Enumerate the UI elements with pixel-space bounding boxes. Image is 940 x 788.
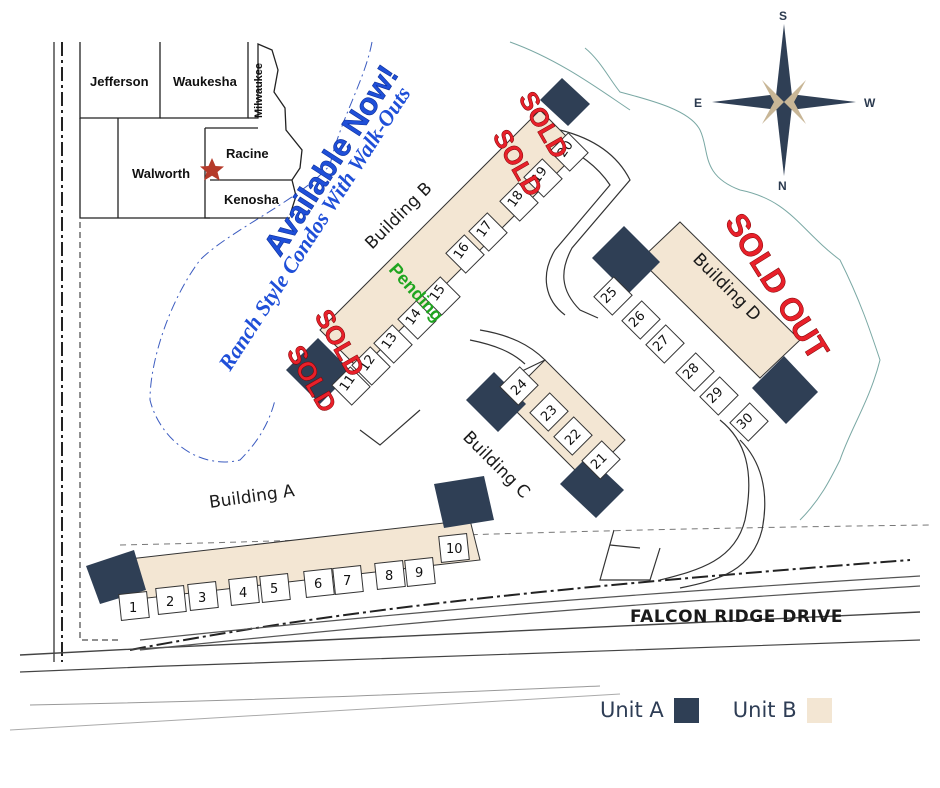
unit-number: 10 — [446, 542, 463, 557]
unit-number: 1 — [129, 601, 137, 616]
unit-number: 5 — [270, 582, 278, 597]
star-icon — [200, 158, 224, 181]
unit-number: 6 — [314, 577, 322, 592]
unit-a-block — [434, 476, 494, 528]
county-label: Kenosha — [224, 192, 280, 207]
legend-unit-a-label: Unit A — [600, 698, 664, 722]
unit-number: 2 — [166, 595, 174, 610]
terrain-contours — [509, 41, 881, 521]
building-a: Building A 1 2 3 4 5 6 7 8 9 10 — [86, 476, 494, 621]
legend-unit-b-swatch — [806, 697, 832, 723]
unit-a-block — [540, 78, 590, 126]
county-label: Jefferson — [90, 74, 149, 89]
county-label: Waukesha — [173, 74, 238, 89]
unit-a-block — [466, 372, 526, 432]
unit-number: 3 — [198, 591, 206, 606]
county-label: Racine — [226, 146, 269, 161]
legend: Unit A Unit B — [600, 694, 866, 726]
unit-a-block — [752, 356, 818, 424]
legend-unit-a-swatch — [673, 697, 699, 723]
building-label: Building A — [208, 481, 296, 513]
unit-a-block — [560, 456, 624, 518]
county-label: Walworth — [132, 166, 190, 181]
unit-number: 9 — [415, 566, 423, 581]
compass-rose: S N E W — [694, 9, 876, 193]
compass-north-label: N — [778, 179, 787, 193]
road-label: FALCON RIDGE DRIVE — [630, 607, 843, 627]
county-label: Milwaukee — [253, 63, 265, 118]
compass-south-label: S — [779, 9, 787, 23]
road-curbs — [9, 575, 921, 731]
inset-county-map: Jefferson Waukesha Milwaukee Walworth Ra… — [79, 42, 303, 219]
building-b: Building B 11 12 13 14 15 16 17 18 19 20 — [286, 78, 590, 406]
legend-unit-b-label: Unit B — [732, 698, 797, 722]
building-d: Building D 25 26 27 28 29 30 — [592, 221, 818, 442]
inset-region-boundary — [149, 41, 373, 463]
compass-needle-icon — [776, 24, 792, 102]
unit-number: 4 — [239, 586, 247, 601]
unit-number: 8 — [385, 569, 393, 584]
unit-a-block — [86, 550, 146, 604]
compass-east-label: E — [694, 96, 702, 110]
unit-number: 7 — [343, 574, 351, 589]
unit-a-block — [592, 226, 660, 294]
compass-west-label: W — [864, 96, 876, 110]
